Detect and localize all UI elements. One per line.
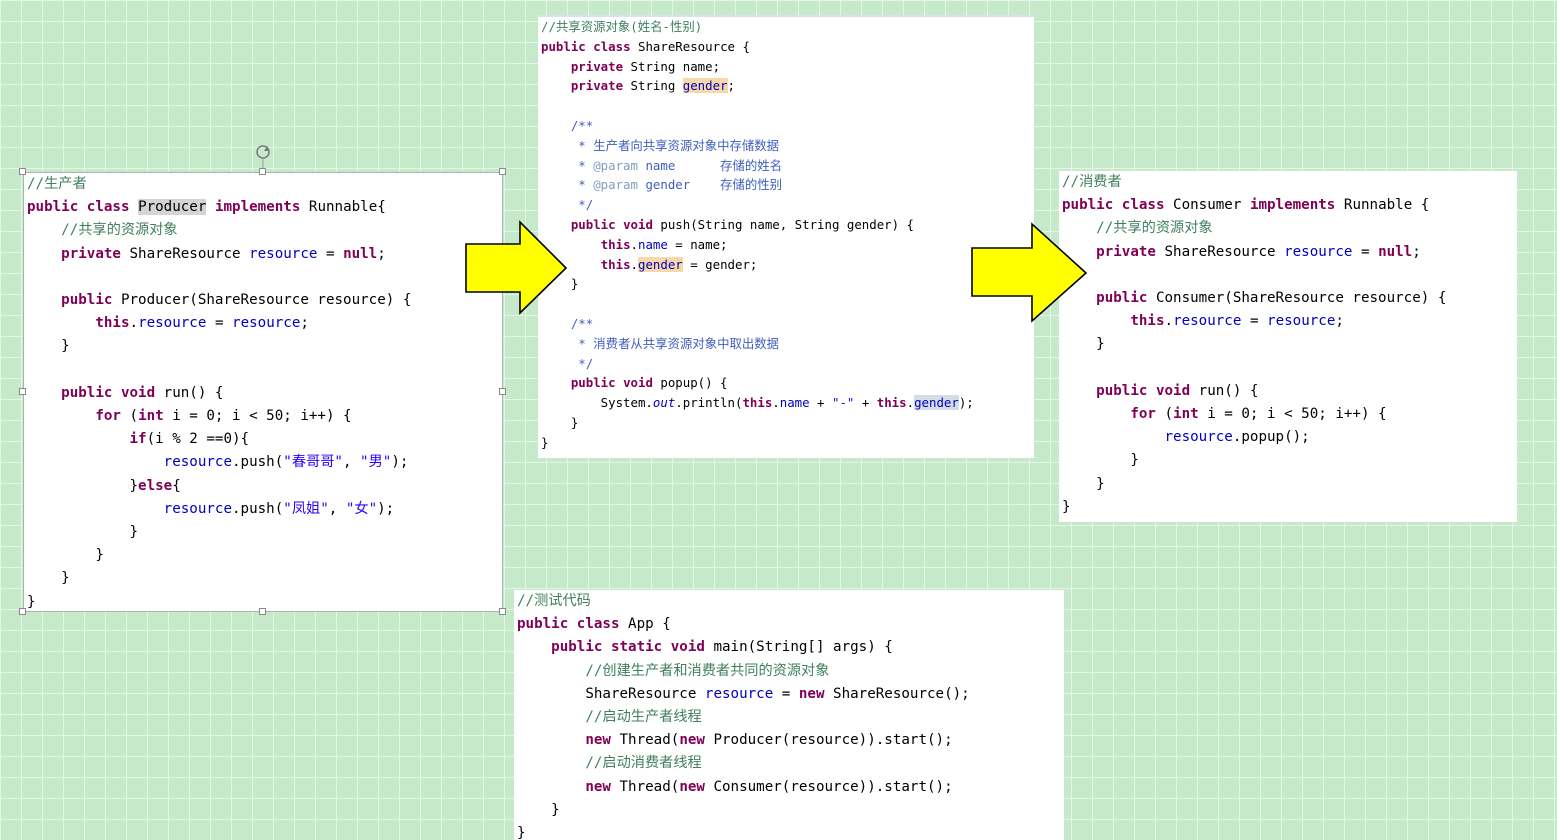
app-code-panel[interactable]: //测试代码 public class App { public static v… (514, 590, 1064, 840)
code-line: resource.push("春哥哥", "男"); (163, 454, 409, 471)
consumer-code-panel[interactable]: //消费者 public class Consumer implements Ru… (1059, 171, 1517, 522)
code-line: } (27, 570, 70, 587)
rotate-handle-icon[interactable] (253, 142, 273, 170)
code-line: } (541, 276, 579, 292)
code-line: resource.push("凤姐", "女"); (163, 500, 395, 517)
code-line: /** (541, 117, 594, 133)
code-line: public void popup() { (570, 375, 728, 391)
consumer-code: //消费者 public class Consumer implements Ru… (1059, 171, 1517, 519)
code-line (541, 294, 1034, 314)
resize-handle[interactable] (19, 168, 26, 175)
code-line: for (int i = 0; i < 50; i++) { (1130, 406, 1387, 423)
code-line: } (27, 547, 104, 564)
code-line: } (541, 434, 549, 450)
code-line: this.resource = resource; (1130, 313, 1344, 330)
code-line (541, 96, 1034, 116)
producer-code: //生产者 public class Producer implements Ru… (24, 173, 502, 611)
code-line: //共享的资源对象 (27, 222, 178, 239)
code-line: //启动生产者线程 (517, 709, 702, 726)
code-line: private String gender; (570, 78, 735, 94)
resize-handle[interactable] (499, 608, 506, 615)
code-line (1062, 264, 1517, 287)
code-line: public class Producer implements Runnabl… (27, 199, 386, 216)
resize-handle[interactable] (19, 388, 26, 395)
code-line: * @param name 存储的姓名 (541, 157, 782, 173)
code-line: resource.popup(); (1164, 429, 1310, 446)
code-line: * 生产者向共享资源对象中存储数据 (541, 137, 780, 153)
code-line: } (1062, 336, 1105, 353)
code-line: } (27, 338, 70, 355)
code-line: } (541, 414, 579, 430)
code-line: public class Consumer implements Runnabl… (1062, 197, 1430, 214)
resize-handle[interactable] (19, 608, 26, 615)
code-line: /** (541, 315, 594, 331)
resize-handle[interactable] (499, 388, 506, 395)
share-resource-code-panel[interactable]: //共享资源对象(姓名-性别) public class ShareResourc… (538, 15, 1034, 458)
code-line: } (1062, 498, 1071, 515)
code-line: * 消费者从共享资源对象中取出数据 (541, 335, 780, 351)
code-line (27, 359, 502, 382)
resize-handle[interactable] (499, 168, 506, 175)
code-line: //共享的资源对象 (1062, 220, 1213, 237)
code-comment: //消费者 (1062, 174, 1122, 190)
arrow-right-icon (465, 220, 568, 315)
code-line: } (517, 825, 526, 840)
code-line: this.name = name; (600, 236, 728, 252)
code-line: } (1062, 475, 1105, 492)
code-line: } (1062, 452, 1139, 469)
code-line: this.gender = gender; (600, 256, 758, 272)
code-line: public void push(String name, String gen… (570, 216, 915, 232)
code-comment: //测试代码 (517, 593, 591, 609)
code-line: * @param gender 存储的性别 (541, 177, 782, 193)
code-line: private ShareResource resource = null; (61, 245, 386, 262)
producer-code-panel[interactable]: //生产者 public class Producer implements Ru… (23, 172, 503, 612)
code-line: //启动消费者线程 (517, 755, 702, 772)
code-line: public void run() { (61, 384, 224, 401)
code-line: public Consumer(ShareResource resource) … (1096, 290, 1447, 307)
code-line (27, 266, 502, 289)
code-line: } (27, 524, 139, 541)
code-line: System.out.println(this.name + "-" + thi… (541, 395, 974, 411)
code-line: private ShareResource resource = null; (1096, 243, 1421, 260)
code-line: private String name; (570, 58, 721, 74)
code-line: public class ShareResource { (541, 38, 750, 54)
code-line: */ (541, 355, 594, 371)
code-line: }else{ (27, 477, 181, 494)
code-line: public void run() { (1096, 382, 1259, 399)
code-comment: //共享资源对象(姓名-性别) (541, 19, 703, 34)
code-line: public static void main(String[] args) { (551, 639, 893, 656)
resize-handle[interactable] (259, 608, 266, 615)
code-line: new Thread(new Producer(resource)).start… (585, 732, 953, 749)
code-line: } (517, 801, 560, 818)
code-line: public class App { (517, 616, 671, 633)
code-line: } (27, 593, 36, 610)
share-resource-code: //共享资源对象(姓名-性别) public class ShareResourc… (538, 17, 1034, 453)
code-line: //创建生产者和消费者共同的资源对象 (517, 662, 830, 679)
app-code: //测试代码 public class App { public static v… (514, 590, 1064, 840)
code-line: */ (541, 197, 594, 213)
code-comment: //生产者 (27, 176, 87, 192)
code-line: ShareResource resource = new ShareResour… (517, 685, 970, 702)
code-line: public Producer(ShareResource resource) … (61, 292, 412, 309)
code-line (1062, 357, 1517, 380)
code-line: if(i % 2 ==0){ (129, 431, 250, 448)
arrow-right-icon (971, 222, 1088, 323)
code-line: new Thread(new Consumer(resource)).start… (585, 778, 953, 795)
code-line: for (int i = 0; i < 50; i++) { (95, 408, 352, 425)
code-line: this.resource = resource; (95, 315, 309, 332)
resize-handle[interactable] (259, 168, 266, 175)
